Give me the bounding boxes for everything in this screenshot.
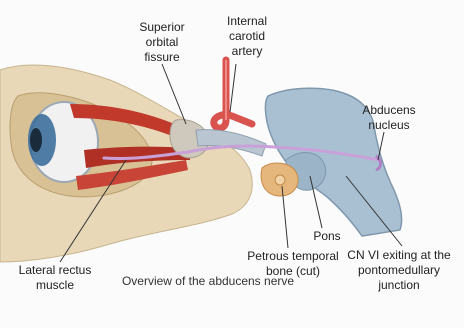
leader-internal-carotid-artery <box>230 64 236 112</box>
label-line: muscle <box>14 278 96 293</box>
label-line: Superior <box>122 20 202 35</box>
label-line: orbital <box>122 35 202 50</box>
label-internal-carotid-artery: Internal carotid artery <box>218 14 276 59</box>
label-line: pontomedullary <box>336 263 462 278</box>
label-line: artery <box>218 44 276 59</box>
label-superior-orbital-fissure: Superior orbital fissure <box>122 20 202 65</box>
label-line: Internal <box>218 14 276 29</box>
internal-carotid-artery <box>214 60 252 128</box>
petrous-cut-mark <box>275 175 285 185</box>
label-line: junction <box>336 278 462 293</box>
label-line: Pons <box>307 229 347 244</box>
figure-caption: Overview of the abducens nerve <box>108 274 308 288</box>
label-line: CN VI exiting at the <box>336 248 462 263</box>
label-pons: Pons <box>307 229 347 244</box>
label-line: Lateral rectus <box>14 263 96 278</box>
label-line: nucleus <box>356 118 422 133</box>
pupil <box>30 128 42 152</box>
label-line: fissure <box>122 50 202 65</box>
label-line: carotid <box>218 29 276 44</box>
label-line: Petrous temporal <box>246 249 340 264</box>
label-lateral-rectus-muscle: Lateral rectus muscle <box>14 263 96 293</box>
label-abducens-nucleus: Abducens nucleus <box>356 103 422 133</box>
label-cn-vi-exit: CN VI exiting at the pontomedullary junc… <box>336 248 462 293</box>
label-line: Abducens <box>356 103 422 118</box>
